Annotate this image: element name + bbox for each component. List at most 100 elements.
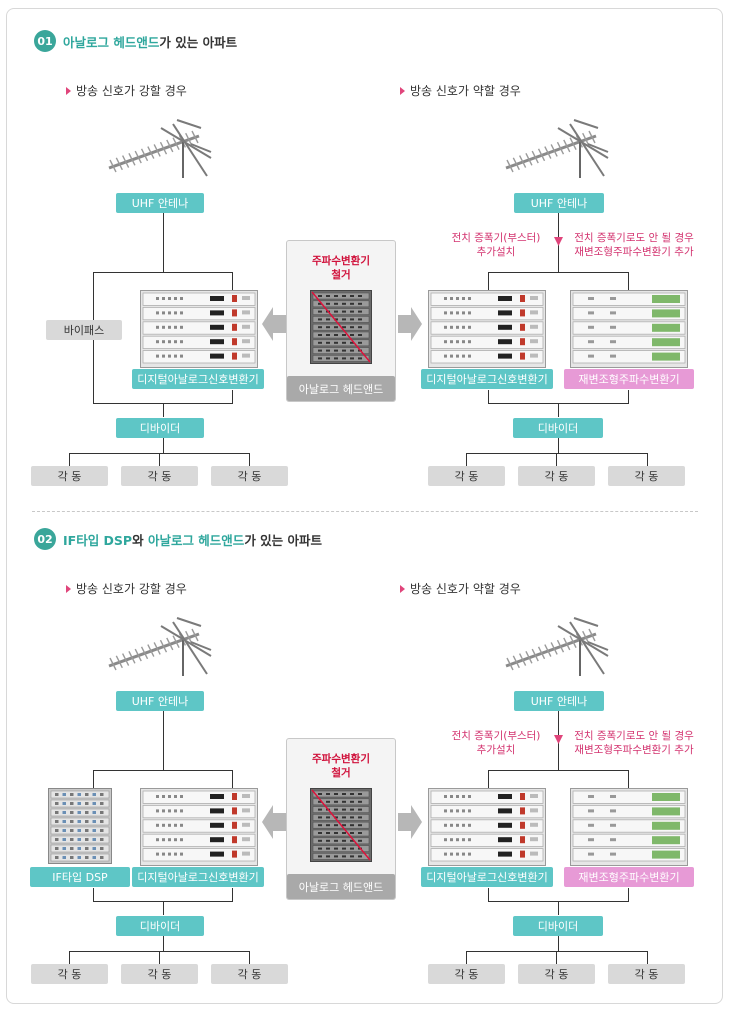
section-2-title: 02 IF타입 DSP 와 아날로그 헤드앤드 가 있는 아파트 xyxy=(34,528,322,550)
headend-rack-icon xyxy=(310,290,372,364)
connector-line xyxy=(163,403,164,417)
uhf-antenna-label: UHF 안테나 xyxy=(514,691,604,711)
building-label: 각 동 xyxy=(211,964,288,984)
bullet-triangle-icon xyxy=(66,584,71,593)
arrow-left-icon xyxy=(262,307,286,341)
section-2: 02 IF타입 DSP 와 아날로그 헤드앤드 가 있는 아파트 방송 신호가 … xyxy=(0,498,729,998)
connector-line xyxy=(628,770,629,788)
title-highlight: 아날로그 헤드앤드 xyxy=(63,34,160,50)
connector-line xyxy=(558,936,559,951)
remod-converter-label: 재변조형주파수변환기 xyxy=(564,867,694,887)
connector-line xyxy=(628,390,629,403)
connector-line xyxy=(93,770,94,788)
antenna-icon xyxy=(103,118,215,188)
building-label: 각 동 xyxy=(31,964,108,984)
connector-line xyxy=(556,453,557,466)
connector-line xyxy=(466,951,467,964)
converter-label: 디지털아날로그신호변환기 xyxy=(421,369,553,389)
bullet-triangle-icon xyxy=(400,584,405,593)
building-label: 각 동 xyxy=(518,466,595,486)
building-label: 각 동 xyxy=(608,466,685,486)
connector-line xyxy=(466,951,648,952)
connector-line xyxy=(159,951,160,964)
connector-line xyxy=(163,710,164,770)
connector-line xyxy=(466,453,467,466)
divider-label: 디바이더 xyxy=(513,418,603,438)
connector-line xyxy=(647,951,648,964)
antenna-icon xyxy=(103,616,215,686)
title-mid: 와 xyxy=(132,532,148,548)
building-label: 각 동 xyxy=(608,964,685,984)
remod-converter-label: 재변조형주파수변환기 xyxy=(564,369,694,389)
section-number-badge: 02 xyxy=(34,528,56,550)
connector-line xyxy=(69,951,70,964)
arrow-right-icon xyxy=(398,307,422,341)
connector-line xyxy=(93,272,233,273)
connector-line xyxy=(488,770,628,771)
dsp-label: IF타입 DSP xyxy=(30,867,130,887)
section-1-title: 01 아날로그 헤드앤드 가 있는 아파트 xyxy=(34,30,237,52)
building-label: 각 동 xyxy=(428,466,505,486)
converter-rack-icon xyxy=(140,788,258,866)
uhf-antenna-label: UHF 안테나 xyxy=(116,691,204,711)
connector-line xyxy=(488,770,489,788)
connector-line xyxy=(232,390,233,403)
title-rest: 가 있는 아파트 xyxy=(159,34,238,50)
connector-line xyxy=(232,272,233,290)
bullet-triangle-icon xyxy=(66,86,71,95)
building-label: 각 동 xyxy=(211,466,288,486)
uhf-antenna-label: UHF 안테나 xyxy=(514,193,604,213)
dsp-rack-icon xyxy=(48,788,112,864)
connector-line xyxy=(488,390,489,403)
connector-line xyxy=(93,770,233,771)
building-label: 각 동 xyxy=(121,466,198,486)
section-1: 01 아날로그 헤드앤드 가 있는 아파트 방송 신호가 강할 경우 방송 신호… xyxy=(0,0,729,500)
converter-label: 디지털아날로그신호변환기 xyxy=(132,369,264,389)
headend-rack-icon xyxy=(310,788,372,862)
connector-line xyxy=(488,272,628,273)
bypass-label: 바이패스 xyxy=(46,320,122,340)
strong-signal-label: 방송 신호가 강할 경우 xyxy=(66,580,187,597)
arrow-left-icon xyxy=(262,805,286,839)
converter-rack-icon xyxy=(428,290,546,368)
section-divider xyxy=(32,511,698,512)
arrow-down-icon xyxy=(554,237,563,246)
remod-rack-icon xyxy=(570,788,688,866)
connector-line xyxy=(558,901,559,915)
arrow-right-icon xyxy=(398,805,422,839)
connector-line xyxy=(488,272,489,290)
title-rest: 가 있는 아파트 xyxy=(244,532,323,548)
converter-label: 디지털아날로그신호변환기 xyxy=(421,867,553,887)
building-label: 각 동 xyxy=(31,466,108,486)
connector-line xyxy=(249,453,250,466)
connector-line xyxy=(163,212,164,272)
divider-label: 디바이더 xyxy=(116,418,204,438)
connector-line xyxy=(556,951,557,964)
remod-rack-icon xyxy=(570,290,688,368)
weak-signal-label: 방송 신호가 약할 경우 xyxy=(400,82,521,99)
connector-line xyxy=(232,888,233,901)
antenna-icon xyxy=(500,118,612,188)
connector-line xyxy=(69,453,70,466)
title-highlight: IF타입 DSP xyxy=(63,532,133,548)
analog-headend-label: 아날로그 헤드앤드 xyxy=(287,874,395,899)
connector-line xyxy=(93,888,94,901)
uhf-antenna-label: UHF 안테나 xyxy=(116,193,204,213)
divider-label: 디바이더 xyxy=(116,916,204,936)
connector-line xyxy=(488,888,489,901)
connector-line xyxy=(249,951,250,964)
connector-line xyxy=(558,403,559,417)
analog-headend-label: 아날로그 헤드앤드 xyxy=(287,376,395,401)
connector-line xyxy=(232,770,233,788)
arrow-down-icon xyxy=(554,735,563,744)
antenna-icon xyxy=(500,616,612,686)
connector-line xyxy=(558,438,559,453)
converter-label: 디지털아날로그신호변환기 xyxy=(132,867,264,887)
booster-note: 전치 증폭기(부스터)추가설치 xyxy=(451,730,541,756)
building-label: 각 동 xyxy=(121,964,198,984)
strong-signal-label: 방송 신호가 강할 경우 xyxy=(66,82,187,99)
building-label: 각 동 xyxy=(428,964,505,984)
